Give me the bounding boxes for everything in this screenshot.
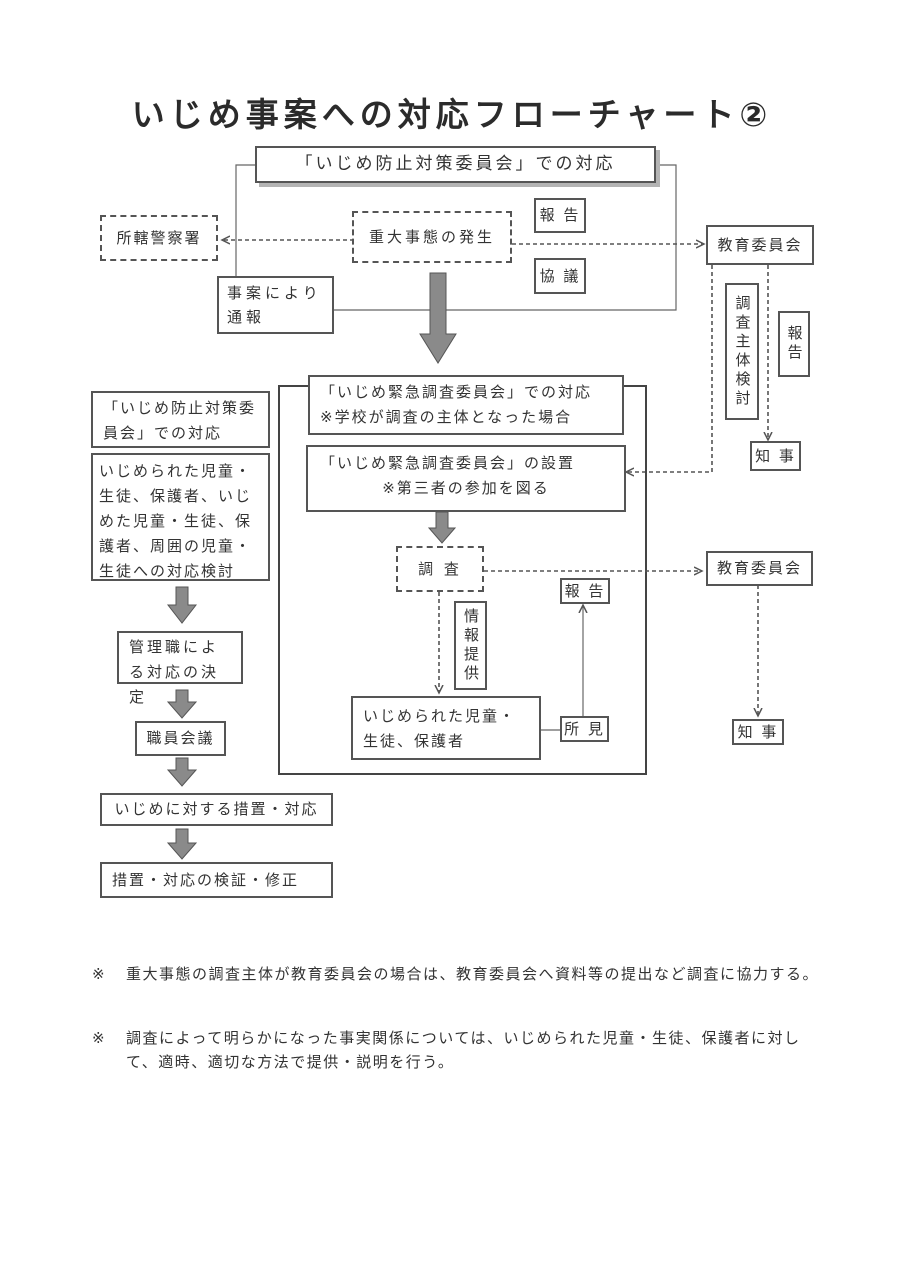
police-label: 所轄警察署	[116, 228, 202, 247]
note-1-text: 重大事態の調査主体が教育委員会の場合は、教育委員会へ資料等の提出など調査に協力す…	[126, 965, 820, 983]
verify-label: 措置・対応の検証・修正	[112, 870, 300, 889]
manager-label: 管理職による対応の決定	[129, 638, 220, 706]
report-label-top: 報 告	[539, 206, 581, 224]
notify-box: 事案により通報	[217, 276, 334, 334]
emergency-committee-box: 「いじめ緊急調査委員会」での対応 ※学校が調査の主体となった場合	[308, 375, 624, 435]
arrow-left-4	[166, 828, 198, 860]
arrow-left-2	[166, 689, 198, 719]
governor-box-top: 知 事	[750, 441, 801, 471]
note-2-mark: ※	[92, 1029, 107, 1047]
frame-line-right	[334, 164, 677, 311]
measures-label: いじめに対する措置・対応	[114, 800, 319, 818]
incident-box: 重大事態の発生	[352, 211, 512, 263]
consult-label: 協 議	[539, 266, 581, 285]
big-down-arrow	[419, 272, 457, 364]
consult-box: 協 議	[534, 258, 586, 294]
investigator-label: 調査主体検討	[733, 294, 752, 409]
info-box: 情報提供	[454, 601, 487, 690]
report-v-label: 報告	[785, 325, 804, 363]
arrow-setup-investigation	[427, 511, 457, 544]
top-committee-label: 「いじめ防止対策委員会」での対応	[295, 154, 616, 174]
police-box: 所轄警察署	[100, 215, 218, 261]
setup-label: 「いじめ緊急調査委員会」の設置	[320, 454, 576, 472]
findings-label: 所 見	[564, 719, 605, 738]
measures-box: いじめに対する措置・対応	[100, 793, 333, 826]
investigation-box: 調 査	[396, 546, 484, 592]
victims-label: いじめられた児童・生徒、保護者	[363, 707, 517, 750]
emergency-committee-label: 「いじめ緊急調査委員会」での対応	[320, 383, 593, 401]
arrow-board-setup	[626, 265, 713, 472]
report-label-right: 報 告	[564, 581, 606, 600]
consider-box: いじめられた児童・生徒、保護者、いじめた児童・生徒、保護者、周囲の児童・生徒への…	[91, 453, 270, 581]
board-box-right: 教育委員会	[706, 551, 813, 586]
board-box-top: 教育委員会	[706, 225, 814, 265]
arrow-left-3	[166, 757, 198, 787]
page-title: いじめ事案への対応フローチャート②	[131, 95, 773, 134]
governor-box-right: 知 事	[732, 719, 784, 745]
investigation-label: 調 査	[418, 559, 462, 578]
arrow-left-1	[166, 586, 198, 624]
top-committee-box: 「いじめ防止対策委員会」での対応	[255, 146, 656, 183]
report-v-box: 報告	[778, 311, 810, 377]
staff-meeting-box: 職員会議	[135, 721, 226, 756]
frame-line-left	[235, 164, 255, 276]
manager-box: 管理職による対応の決定	[117, 631, 243, 706]
report-box-top: 報 告	[534, 198, 586, 233]
setup-box: 「いじめ緊急調査委員会」の設置 ※第三者の参加を図る	[306, 445, 626, 512]
emergency-note: ※学校が調査の主体となった場合	[320, 408, 573, 426]
governor-label-right: 知 事	[737, 722, 779, 741]
left-committee-box: 「いじめ防止対策委員会」での対応	[91, 391, 270, 448]
left-committee-label: 「いじめ防止対策委員会」での対応	[103, 399, 257, 442]
board-label-top: 教育委員会	[717, 235, 803, 254]
consider-label: いじめられた児童・生徒、保護者、いじめた児童・生徒、保護者、周囲の児童・生徒への…	[99, 462, 253, 580]
setup-note: ※第三者の参加を図る	[382, 479, 550, 497]
incident-label: 重大事態の発生	[368, 227, 495, 246]
right-flow-frame	[278, 385, 647, 775]
investigator-box: 調査主体検討	[725, 283, 759, 420]
staff-meeting-label: 職員会議	[146, 729, 215, 747]
victims-box: いじめられた児童・生徒、保護者	[351, 696, 541, 760]
note-1-mark: ※	[92, 965, 107, 983]
report-box-right: 報 告	[560, 578, 610, 604]
info-label: 情報提供	[462, 607, 480, 684]
governor-label-top: 知 事	[755, 446, 796, 465]
note-1: ※ 重大事態の調査主体が教育委員会の場合は、教育委員会へ資料等の提出など調査に協…	[92, 962, 822, 986]
note-2-text: 調査によって明らかになった事実関係については、いじめられた児童・生徒、保護者に対…	[126, 1029, 801, 1071]
findings-box: 所 見	[560, 716, 609, 742]
verify-box: 措置・対応の検証・修正	[100, 862, 333, 898]
note-2: ※ 調査によって明らかになった事実関係については、いじめられた児童・生徒、保護者…	[92, 1026, 822, 1074]
notify-label: 事案により通報	[227, 284, 322, 326]
board-label-right: 教育委員会	[716, 559, 802, 577]
